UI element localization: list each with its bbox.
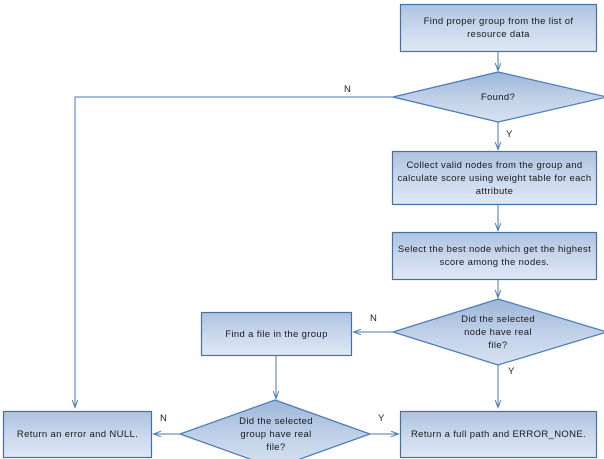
edge-label-node-yes: Y (508, 366, 515, 377)
edge-label-found-yes: Y (506, 129, 513, 140)
edge-label-group-yes: Y (378, 413, 385, 424)
node-return-path-shape[interactable] (399, 410, 598, 459)
node-find-group-shape[interactable] (399, 3, 598, 53)
node-collect-nodes-shape[interactable] (391, 150, 598, 206)
edge-label-found-no: N (344, 84, 352, 95)
edge-label-node-no: N (370, 313, 378, 324)
node-find-file-shape[interactable] (200, 311, 353, 357)
node-found-shape[interactable] (392, 71, 604, 123)
node-return-error-shape[interactable] (2, 410, 153, 459)
connector-found-no-to-return-error (75, 96, 393, 407)
edge-label-group-no: N (160, 413, 168, 424)
node-select-best-shape[interactable] (391, 231, 598, 281)
node-group-has-file-shape[interactable] (178, 399, 372, 459)
node-node-has-file-shape[interactable] (390, 298, 604, 366)
